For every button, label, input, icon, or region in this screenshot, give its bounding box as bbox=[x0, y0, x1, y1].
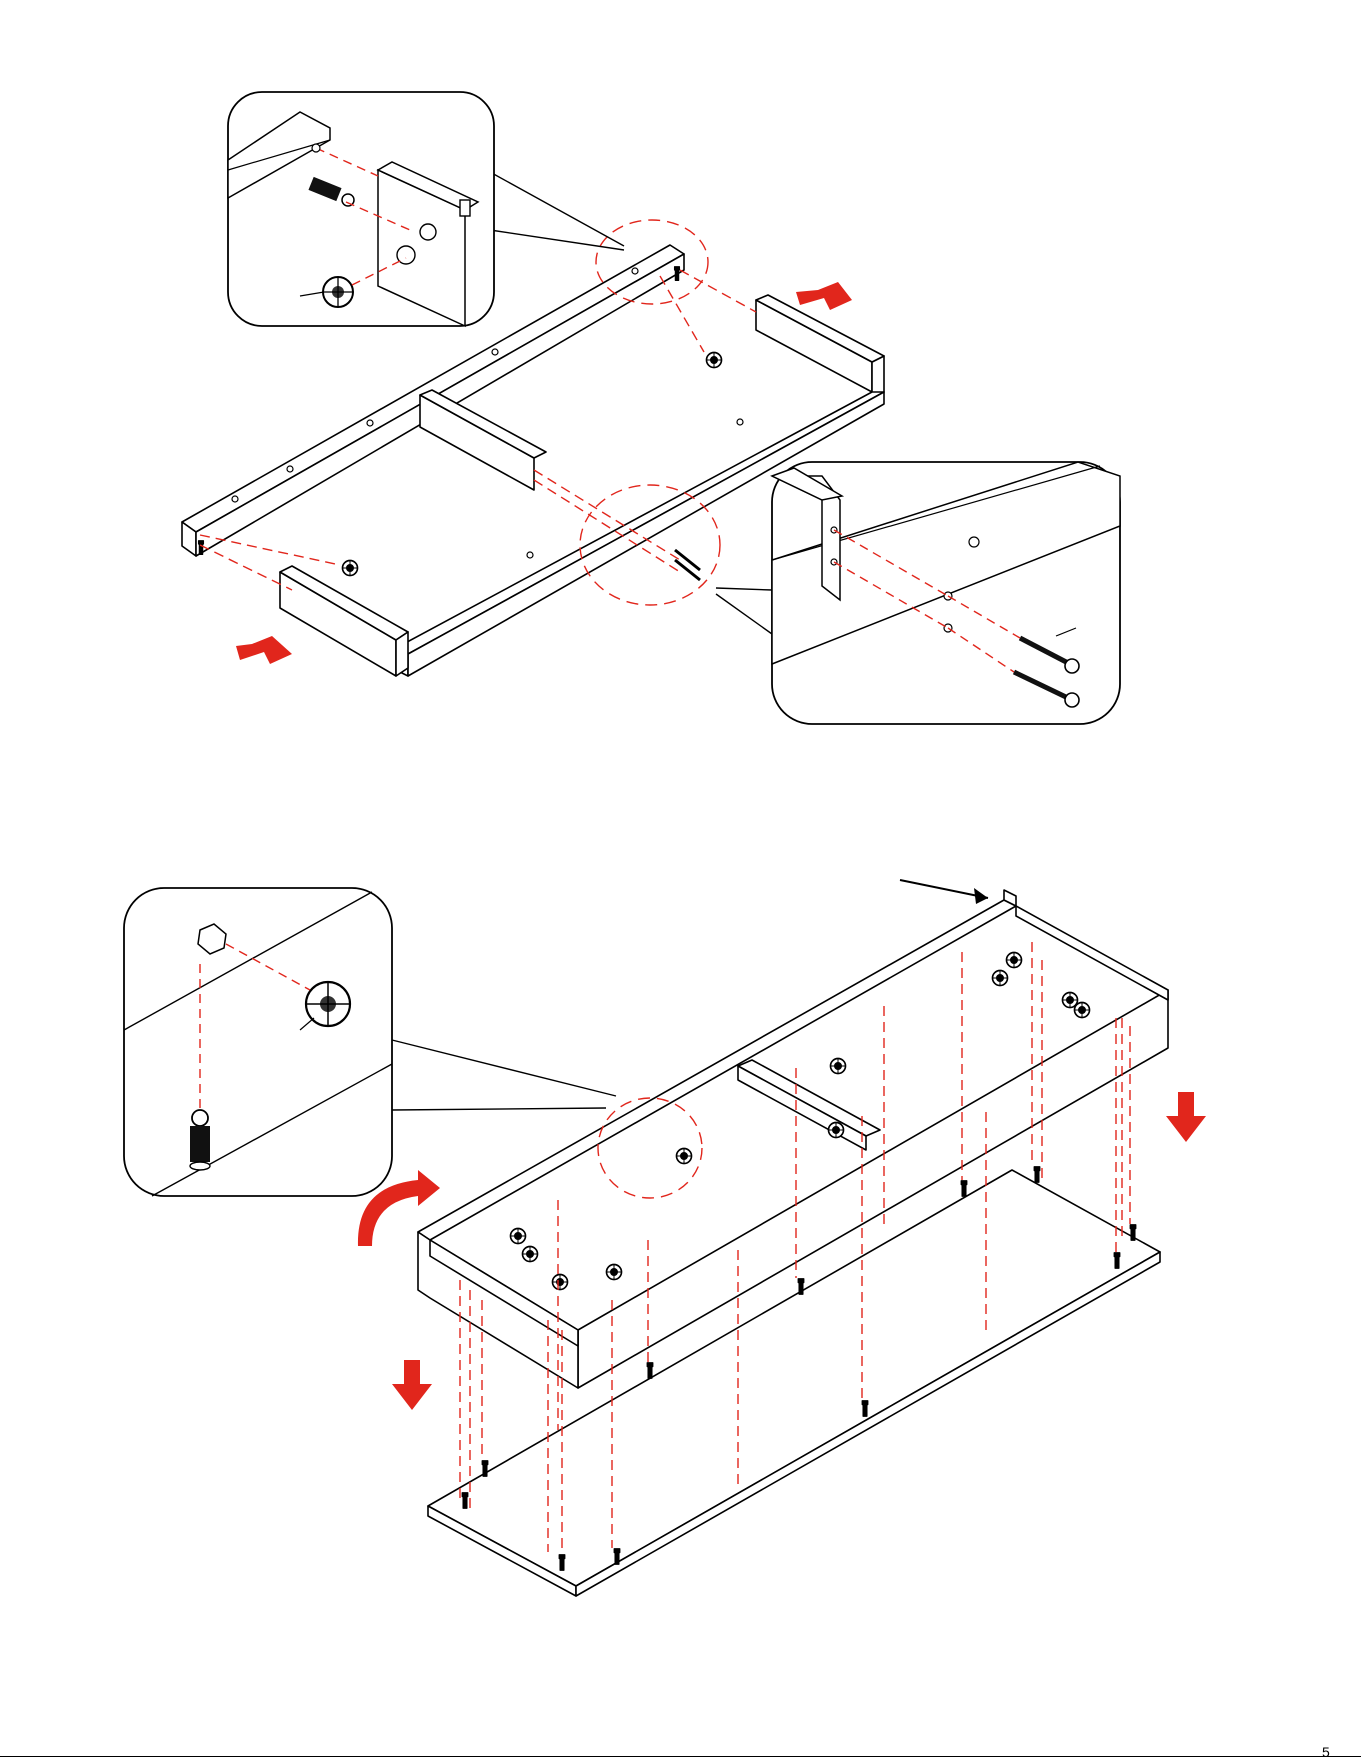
cam-lock-icon bbox=[677, 1149, 692, 1164]
carcass-divider bbox=[738, 1060, 880, 1150]
down-arrow-right bbox=[1166, 1092, 1206, 1142]
cam-bolt-icon bbox=[961, 1181, 966, 1196]
cam-lock-icon bbox=[831, 1059, 846, 1074]
cam-bolt-icon bbox=[647, 1363, 652, 1378]
cam-lock-icon bbox=[343, 561, 358, 576]
cam-lock-icon bbox=[1075, 1003, 1090, 1018]
cam-bolt-icon bbox=[1114, 1253, 1119, 1268]
cam-lock-icon bbox=[993, 971, 1008, 986]
step-base-panel bbox=[418, 890, 1168, 1596]
wood-screw-detail bbox=[716, 462, 1120, 724]
wood-screw-icon bbox=[675, 560, 700, 580]
push-left-arrow bbox=[236, 636, 292, 664]
page-number: 5 bbox=[1322, 1744, 1330, 1760]
cam-bolt-icon bbox=[190, 1110, 210, 1170]
cam-bolt-icon bbox=[614, 1549, 619, 1564]
cam-bolt-icon bbox=[482, 1461, 487, 1476]
cam-lock-detail bbox=[124, 888, 616, 1196]
wood-screw-icon bbox=[675, 550, 700, 570]
push-right-arrow bbox=[796, 282, 852, 310]
cam-bolt-icon bbox=[1130, 1225, 1135, 1240]
cam-bolt-detail bbox=[228, 92, 624, 326]
cam-bolt-icon bbox=[559, 1555, 564, 1570]
cam-bolt-icon bbox=[1034, 1167, 1039, 1182]
cam-lock-icon bbox=[553, 1275, 568, 1290]
cam-bolt-icon bbox=[462, 1493, 467, 1508]
cam-bolt-icon bbox=[199, 541, 204, 555]
cam-lock-icon bbox=[523, 1247, 538, 1262]
cam-lock-icon bbox=[829, 1123, 844, 1138]
cam-lock-icon bbox=[1007, 953, 1022, 968]
cam-lock-icon bbox=[323, 277, 353, 307]
down-arrow-left bbox=[392, 1360, 432, 1410]
footer-rule bbox=[0, 1756, 1361, 1757]
cam-lock-icon bbox=[511, 1229, 526, 1244]
center-divider-panel bbox=[420, 390, 546, 490]
pointer-arrow bbox=[900, 880, 988, 904]
cam-bolt-icon bbox=[675, 267, 680, 281]
left-end-panel bbox=[280, 566, 408, 676]
cam-bolt-icon bbox=[862, 1401, 867, 1416]
cam-lock-icon bbox=[607, 1265, 622, 1280]
cam-lock-icon bbox=[707, 353, 722, 368]
cam-bolt-icon bbox=[798, 1279, 803, 1294]
right-end-panel bbox=[756, 295, 884, 400]
